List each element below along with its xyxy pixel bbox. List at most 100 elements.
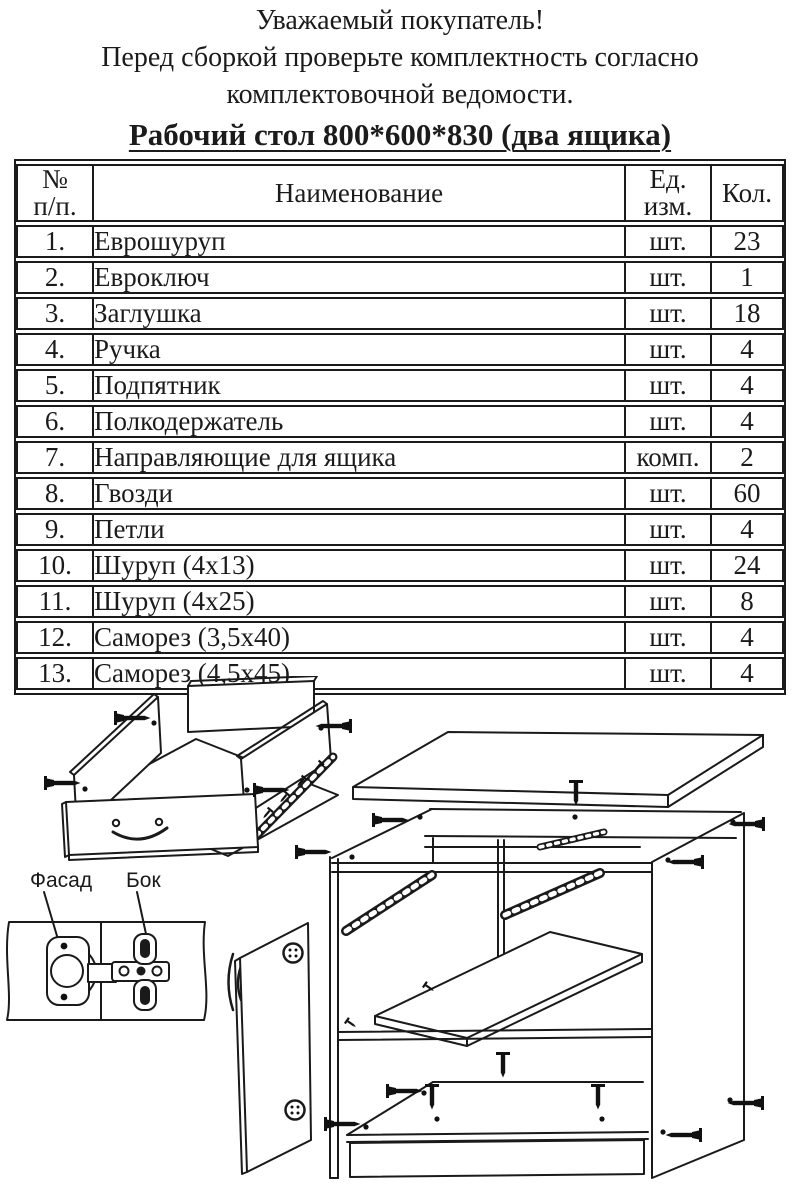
column-header-num-bottom: п/п. [33,191,77,221]
row-number-cell: 6. [16,405,94,438]
column-header-qty: Кол. [712,164,784,222]
unit-cell: шт. [626,477,712,510]
row-number-cell: 11. [16,585,94,618]
drawer-slide-middle [500,868,605,920]
drawer-back-panel-edge [187,675,318,687]
column-header-unit: Ед. изм. [626,164,712,222]
part-name-cell: Саморез (4,5х45) [94,657,626,690]
unit-cell: шт. [626,513,712,546]
column-header-num: № п/п. [16,164,94,222]
table-row: 4. Ручка шт. 4 [16,333,784,366]
document-header: Уважаемый покупатель! Перед сборкой пров… [0,0,800,155]
door-swing-arc [227,952,235,1012]
unit-cell: шт. [626,657,712,690]
part-name-cell: Саморез (3,5х40) [94,621,626,654]
parts-table-body: 1. Еврошуруп шт. 23 2. Евроключ шт. 1 3.… [16,225,784,690]
quantity-cell: 8 [712,585,784,618]
facade-label: Фасад [30,869,92,892]
quantity-cell: 18 [712,297,784,330]
part-name-cell: Заглушка [94,297,626,330]
table-row: 12. Саморез (3,5х40) шт. 4 [16,621,784,654]
left-panel-top-edge [331,808,433,859]
side-leader-line [136,891,147,935]
unit-cell: шт. [626,225,712,258]
part-name-cell: Шуруп (4х13) [94,549,626,582]
hinge-cup-hole [282,942,304,964]
drawer-handle [111,826,169,841]
plinth-panel [349,1139,645,1178]
cabinet-assembly-view [234,731,766,1179]
confirmat-screw-icon [385,1083,424,1099]
header-row: № п/п. Наименование Ед. изм. Кол. [16,164,784,222]
handle-hole [111,818,121,828]
page-title: Рабочий стол 800*600*830 (два ящика) [128,117,672,152]
row-number-cell: 2. [16,261,94,294]
unit-cell: шт. [626,297,712,330]
quantity-cell: 4 [712,513,784,546]
part-name-cell: Ручка [94,333,626,366]
part-name-cell: Направляющие для ящика [94,441,626,474]
facade-leader-line [43,891,58,937]
assembly-diagram-svg: Фасад Бок [6,675,766,1179]
table-row: 13. Саморез (4,5х45) шт. 4 [16,657,784,690]
table-row: 11. Шуруп (4х25) шт. 8 [16,585,784,618]
row-number-cell: 10. [16,549,94,582]
part-name-cell: Шуруп (4х25) [94,585,626,618]
confirmat-screw-icon [371,812,410,828]
bottom-front-edge [346,1131,649,1136]
quantity-cell: 4 [712,333,784,366]
right-side-panel [651,812,745,1179]
column-header-name: Наименование [94,164,626,222]
hinge-detail-view [6,891,243,1021]
euroscrew-icon [495,1051,511,1079]
header-line-3: комплектовочной ведомости. [226,79,574,110]
table-row: 1. Еврошуруп шт. 23 [16,225,784,258]
unit-cell: шт. [626,585,712,618]
row-number-cell: 4. [16,333,94,366]
row-number-cell: 8. [16,477,94,510]
unit-cell: шт. [626,621,712,654]
confirmat-screw-icon [294,844,333,860]
table-row: 7. Направляющие для ящика комп. 2 [16,441,784,474]
table-row: 8. Гвозди шт. 60 [16,477,784,510]
euroscrew-icon [590,1083,606,1111]
part-name-cell: Подпятник [94,369,626,402]
quantity-cell: 1 [712,261,784,294]
drawer-slide-left [341,870,437,936]
part-name-cell: Петли [94,513,626,546]
table-row: 10. Шуруп (4х13) шт. 24 [16,549,784,582]
back-top-edge [429,808,742,813]
table-row: 6. Полкодержатель шт. 4 [16,405,784,438]
drawer-slide-rail [244,752,338,848]
unit-cell: комп. [626,441,712,474]
row-number-cell: 1. [16,225,94,258]
quantity-cell: 60 [712,477,784,510]
unit-cell: шт. [626,369,712,402]
quantity-cell: 24 [712,549,784,582]
shelf-panel [374,931,643,1039]
quantity-cell: 4 [712,621,784,654]
handle-hole [154,817,164,827]
table-row: 3. Заглушка шт. 18 [16,297,784,330]
row-number-cell: 5. [16,369,94,402]
part-name-cell: Еврошуруп [94,225,626,258]
unit-cell: шт. [626,261,712,294]
part-name-cell: Полкодержатель [94,405,626,438]
row-number-cell: 12. [16,621,94,654]
assembly-diagram: Фасад Бок [0,675,800,1181]
quantity-cell: 4 [712,657,784,690]
row-number-cell: 13. [16,657,94,690]
unit-cell: шт. [626,333,712,366]
side-label: Бок [126,869,161,892]
column-header-unit-top: Ед. [649,164,687,194]
quantity-cell: 2 [712,441,784,474]
euroscrew-icon [424,1083,440,1111]
cabinet-door [234,922,312,1175]
header-line-2: Перед сборкой проверьте комплектность со… [101,42,699,73]
column-header-num-top: № [42,164,68,194]
table-row: 5. Подпятник шт. 4 [16,369,784,402]
parts-table: № п/п. Наименование Ед. изм. Кол. 1. Евр… [14,159,786,695]
parts-table-head: № п/п. Наименование Ед. изм. Кол. [16,164,784,222]
row-number-cell: 9. [16,513,94,546]
